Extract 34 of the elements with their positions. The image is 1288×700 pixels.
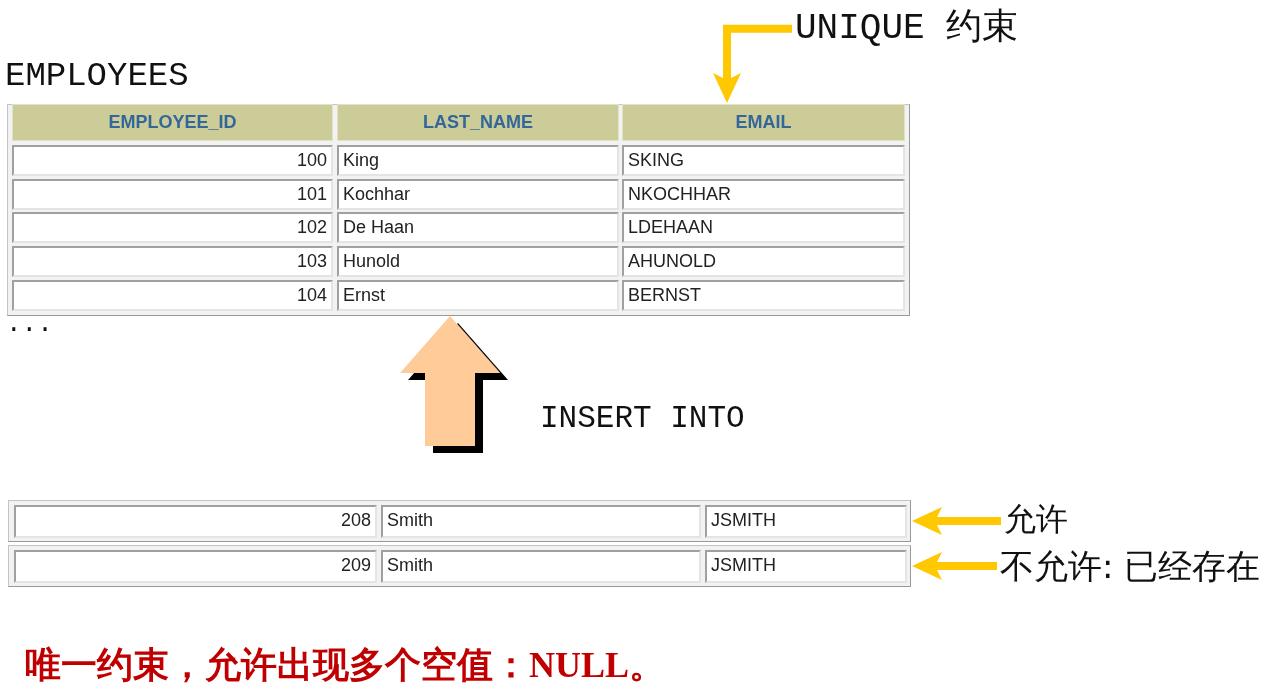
- edge-label: INSERT INTO: [540, 401, 745, 437]
- table-cell: King: [337, 145, 619, 176]
- table-cell: LDEHAAN: [622, 212, 905, 243]
- table-cell: AHUNOLD: [622, 246, 905, 277]
- table-cell: 209: [14, 550, 377, 583]
- table-cell: JSMITH: [705, 550, 907, 583]
- note-text: 不允许: 已经存在: [1000, 546, 1261, 587]
- column-header: EMAIL: [622, 104, 905, 141]
- table-cell: 102: [12, 212, 333, 243]
- table-cell: Kochhar: [337, 179, 619, 210]
- table-cell: Hunold: [337, 246, 619, 277]
- table-title: EMPLOYEES: [5, 57, 189, 97]
- table-cell: JSMITH: [705, 505, 907, 538]
- table-cell: 103: [12, 246, 333, 277]
- table-row: [8, 545, 911, 587]
- table-cell: 101: [12, 179, 333, 210]
- table-cell: Smith: [381, 505, 701, 538]
- block-arrow: [400, 316, 500, 446]
- callout-label: UNIQUE 约束: [795, 8, 1019, 50]
- table-cell: 100: [12, 145, 333, 176]
- table-cell: Ernst: [337, 280, 619, 311]
- table-cell: 208: [14, 505, 377, 538]
- caption: 唯一约束，允许出现多个空值：NULL。: [25, 644, 666, 687]
- table-cell: BERNST: [622, 280, 905, 311]
- ellipsis: ...: [6, 310, 53, 340]
- column-header: LAST_NAME: [337, 104, 619, 141]
- table-cell: NKOCHHAR: [622, 179, 905, 210]
- note-text: 允许: [1004, 500, 1068, 539]
- table-cell: Smith: [381, 550, 701, 583]
- column-header: EMPLOYEE_ID: [12, 104, 333, 141]
- table-cell: 104: [12, 280, 333, 311]
- table-row: [8, 500, 911, 542]
- table-cell: SKING: [622, 145, 905, 176]
- table-cell: De Haan: [337, 212, 619, 243]
